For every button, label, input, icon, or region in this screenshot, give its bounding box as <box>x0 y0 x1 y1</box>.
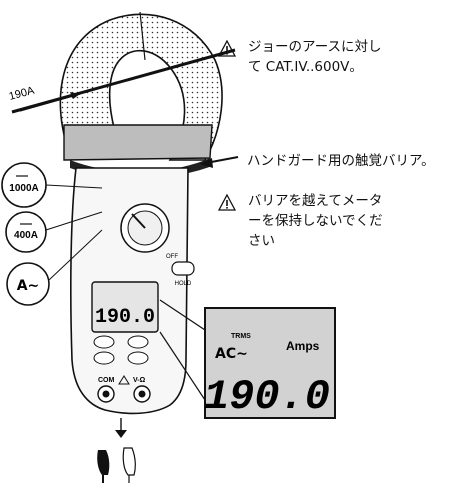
func-button-3[interactable] <box>93 351 115 365</box>
meter-display: 190.0 <box>91 281 159 333</box>
zoom-unit: Amps <box>286 339 320 353</box>
test-leads <box>97 418 136 483</box>
barrier-note-line1: バリアを越えてメータ <box>248 193 383 209</box>
warning-icon <box>218 194 236 211</box>
jaw-ground-note-line2: て CAT.IV..600V。 <box>248 59 363 75</box>
barrier-note-line3: さい <box>248 233 275 249</box>
function-buttons <box>93 335 149 365</box>
zoom-mode: AC∼ <box>215 346 248 362</box>
func-button-4[interactable] <box>127 351 149 365</box>
hand-guard-note: ハンドガード用の触覚バリア。 <box>247 153 435 169</box>
zoom-display: TRMS AC∼ Amps 190.0 <box>159 299 336 421</box>
hold-button[interactable]: HOLD <box>171 261 195 287</box>
meter-display-reading: 190.0 <box>95 306 155 329</box>
zoom-reading: 190.0 <box>204 373 330 421</box>
rotary-dial[interactable] <box>120 203 170 253</box>
range-dc-400-label: 400A <box>14 230 38 241</box>
off-label: OFF <box>166 254 178 260</box>
barrier-note-line2: ーを保持しないでくだ <box>248 213 383 229</box>
range-dc-1000-label: 1000A <box>9 183 38 194</box>
hand-guard-arrow <box>200 156 239 168</box>
terminal-vohm-label: V-Ω <box>133 377 146 384</box>
zoom-top-small: TRMS <box>231 333 251 340</box>
jaw-ground-note-line1: ジョーのアースに対し <box>248 39 382 55</box>
terminals: COM V-Ω <box>97 375 151 403</box>
range-ac-label: A∼ <box>17 278 40 294</box>
warning-triangle-icon <box>118 375 130 385</box>
range-badges: 1000A 400A A∼ <box>1 162 103 306</box>
hold-label: HOLD <box>175 281 192 287</box>
func-button-2[interactable] <box>127 335 149 349</box>
terminal-com-label: COM <box>98 377 115 384</box>
func-button-1[interactable] <box>93 335 115 349</box>
conductor-wire <box>11 48 236 114</box>
wire-current-label: 190A <box>8 84 37 102</box>
warning-icon <box>218 40 236 57</box>
